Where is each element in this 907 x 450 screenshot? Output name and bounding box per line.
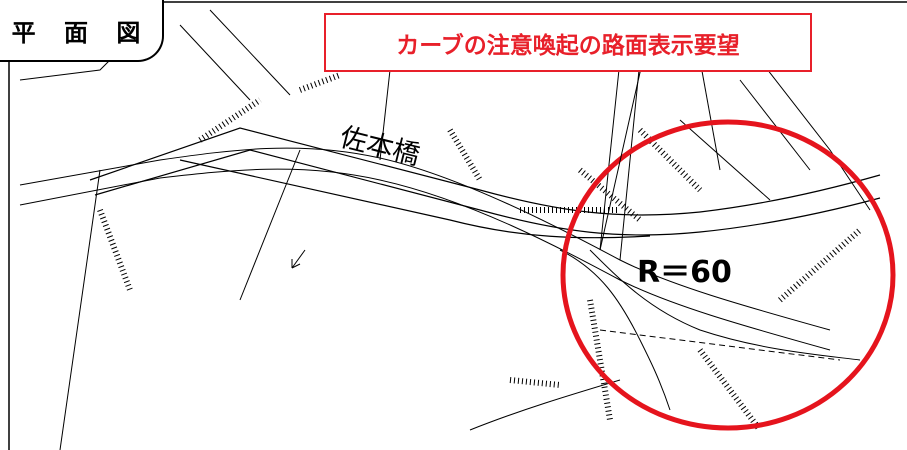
new-road-alignment: [89, 127, 881, 239]
curve-highlight-circle: [560, 119, 896, 431]
lower-road: [469, 249, 861, 431]
slope-hatching: [97, 72, 862, 432]
curve-radius-label: R＝60: [637, 255, 732, 290]
drawing-title: 平 面 図: [11, 18, 151, 47]
upper-roads: [19, 9, 871, 450]
callout-text: カーブの注意喚起の路面表示要望: [396, 32, 740, 59]
river-flow-arrow: [291, 249, 306, 269]
road-marking-request-callout: カーブの注意喚起の路面表示要望: [324, 13, 812, 72]
road-centerline: [19, 147, 831, 351]
callout-leader-line: [599, 67, 642, 251]
drawing-title-tab: 平 面 図: [0, 0, 164, 62]
